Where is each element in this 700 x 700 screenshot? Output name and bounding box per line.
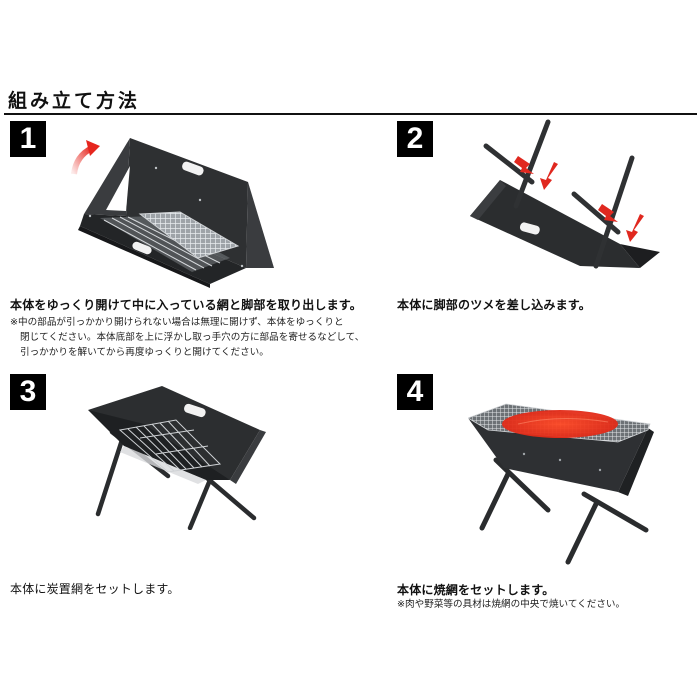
step-1-note: ※中の部品が引っかかり開けられない場合は無理に開けず、本体をゆっくりと 閉じてく… <box>10 315 364 360</box>
step-2-badge: 2 <box>397 121 433 157</box>
step-3-illustration <box>88 386 266 530</box>
step-2-caption: 本体に脚部のツメを差し込みます。 <box>397 298 592 312</box>
step-1-note-line-1: ※中の部品が引っかかり開けられない場合は無理に開けず、本体をゆっくりと <box>10 317 344 328</box>
step-2-illustration <box>470 119 660 269</box>
step-4-caption: 本体に焼網をセットします。 <box>397 583 555 597</box>
step-3-caption: 本体に炭置網をセットします。 <box>10 582 180 596</box>
step-1-note-line-2: 閉じてください。本体底部を上に浮かし取っ手穴の方に部品を寄せるなどして、 <box>20 332 365 343</box>
heat-zone <box>502 410 618 438</box>
step-3-badge: 3 <box>10 374 46 410</box>
step-4-illustration <box>468 403 654 565</box>
step-1-caption: 本体をゆっくり開けて中に入っている網と脚部を取り出します。 <box>10 298 363 312</box>
title-divider <box>4 113 697 115</box>
step-1-note-line-3: 引っかかりを解いてから再度ゆっくりと開けてください。 <box>20 347 269 358</box>
red-insert-arrows-icon <box>514 156 644 242</box>
step-4-note-line-1: ※肉や野菜等の具材は焼網の中央で焼いてください。 <box>397 599 626 610</box>
step-4-note: ※肉や野菜等の具材は焼網の中央で焼いてください。 <box>397 597 625 612</box>
step-1-badge: 1 <box>10 121 46 157</box>
curved-red-arrow-icon <box>71 140 100 175</box>
step-4-badge: 4 <box>397 374 433 410</box>
step-1-illustration <box>71 138 274 288</box>
page-title: 組み立て方法 <box>8 90 141 112</box>
